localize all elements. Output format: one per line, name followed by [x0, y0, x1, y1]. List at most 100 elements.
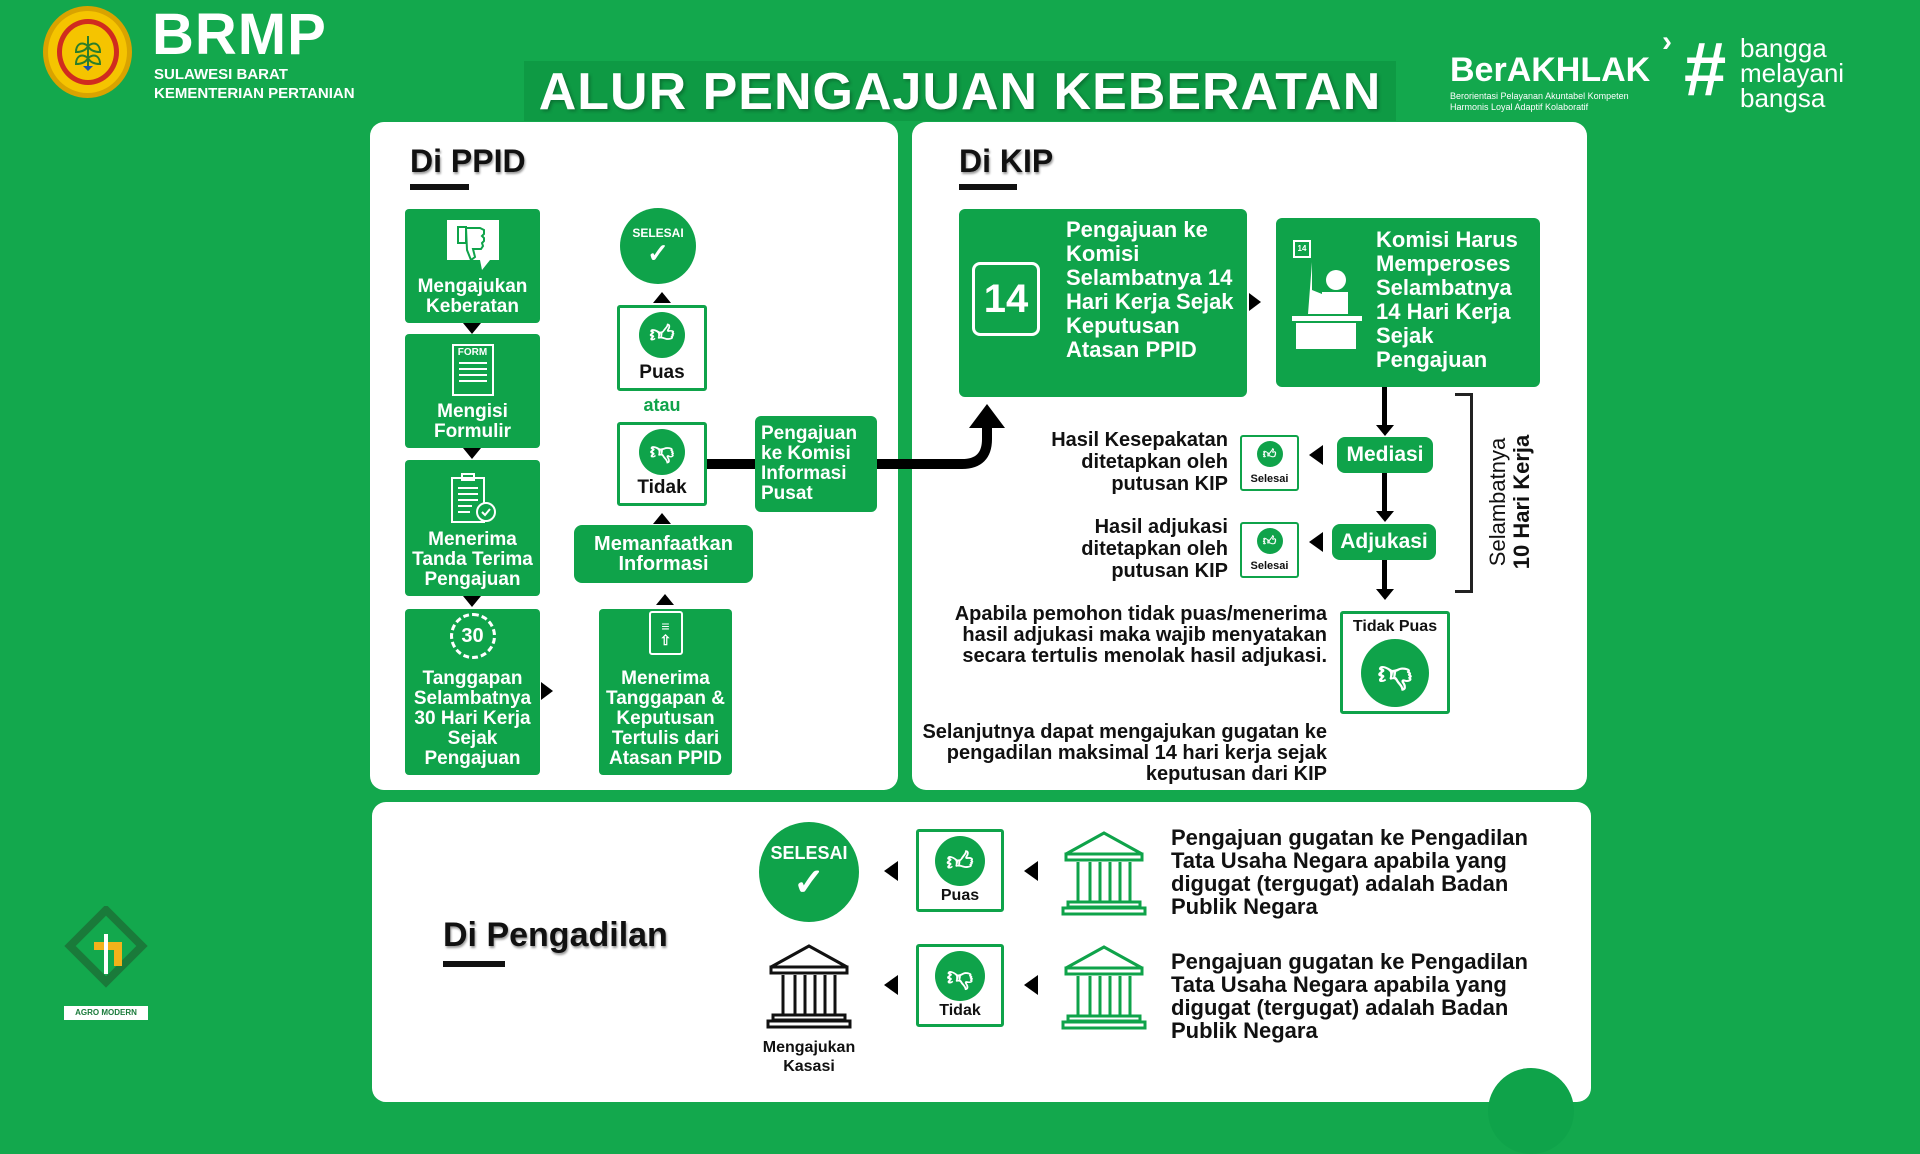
arrow-line — [1382, 473, 1387, 513]
ptun-building-icon — [1060, 944, 1148, 1035]
mediasi-result-text: Hasil Kesepakatan ditetapkan oleh putusa… — [1051, 429, 1228, 495]
adjukasi-result-text: Hasil adjukasi ditetapkan oleh putusan K… — [1081, 516, 1228, 582]
org-region: SULAWESI BARAT — [154, 66, 288, 83]
org-ministry: KEMENTERIAN PERTANIAN — [154, 85, 355, 102]
step-mengajukan-keberatan: Mengajukan Keberatan — [405, 209, 540, 323]
berakhlak-logo: BerAKHLAK — [1450, 51, 1651, 89]
document-upload-icon: ≡⇧ — [648, 611, 683, 655]
court-text-2: Pengajuan gugatan ke Pengadilan Tata Usa… — [1171, 949, 1528, 1043]
page-title: ALUR PENGAJUAN KEBERATAN — [538, 63, 1382, 121]
ppid-heading-underline — [410, 184, 469, 190]
duration-line-1: Selambatnya — [1485, 437, 1510, 567]
cycle-30-icon: 30 — [449, 613, 496, 659]
berakhlak-values-2: Harmonis Loyal Adaptif Kolaboratif — [1450, 102, 1589, 112]
arrow-up — [653, 513, 671, 524]
step-memanfaatkan-informasi: Memanfaatkan Informasi — [574, 525, 753, 583]
ppid-tidak-box: 👎︎ Tidak — [617, 422, 707, 506]
arrow-left — [1024, 861, 1038, 881]
step-tanggapan-30-hari: 30 Tanggapan Selambatnya 30 Hari Kerja S… — [405, 609, 540, 775]
kasasi-label: Mengajukan Kasasi — [762, 1039, 856, 1075]
court-text-1: Pengajuan gugatan ke Pengadilan Tata Usa… — [1171, 825, 1528, 919]
court-done-circle: SELESAI ✓ — [759, 822, 859, 922]
agro-modern-logo — [64, 904, 148, 996]
mediasi-step: Mediasi — [1337, 437, 1433, 473]
selesai-label: Selesai — [1250, 473, 1289, 485]
tidak-puas-box: Tidak Puas 👎︎ — [1340, 611, 1450, 714]
puas-label: Puas — [940, 887, 980, 904]
kip-heading: Di KIP — [959, 143, 1054, 179]
form-icon-label: FORM — [457, 347, 488, 358]
berakhlak-values-1: Berorientasi Pelayanan Akuntabel Kompete… — [1450, 91, 1629, 101]
kasasi-court-building-icon — [765, 943, 853, 1034]
thumbs-up-icon: 👍︎ — [1256, 441, 1283, 467]
ppid-done-circle: SELESAI ✓ — [620, 208, 696, 284]
arrow-down — [463, 323, 481, 334]
ppid-puas-box: 👍︎ Puas — [617, 305, 707, 391]
tidak-label: Tidak — [637, 477, 687, 498]
kip-box-pengajuan-text: Pengajuan ke Komisi Selambatnya 14 Hari … — [1066, 217, 1234, 362]
step-label: Mengajukan Keberatan — [417, 276, 528, 317]
kip-heading-underline — [959, 184, 1017, 190]
title-band — [524, 61, 1396, 121]
hashtag-icon: # — [1684, 27, 1727, 112]
adjukasi-selesai-box: 👍︎ Selesai — [1240, 522, 1299, 578]
tidak-label: Tidak — [939, 1002, 981, 1019]
brmp-logo-emblem — [43, 6, 132, 98]
done-label: SELESAI — [770, 842, 848, 863]
step-pengajuan-komisi-pusat: Pengajuan ke Komisi Informasi Pusat — [755, 416, 877, 512]
thumbs-down-speech-icon — [446, 220, 499, 270]
court-heading: Di Pengadilan — [443, 916, 668, 954]
selesai-label: Selesai — [1250, 560, 1289, 572]
step-label: Mengisi Formulir — [433, 401, 512, 442]
duration-label: Selambatnya 10 Hari Kerja — [1485, 387, 1534, 617]
check-icon: ✓ — [647, 238, 669, 268]
slogan: bangga melayani bangsa — [1740, 35, 1844, 113]
arrow-down — [1376, 589, 1394, 600]
thumbs-up-icon: 👍︎ — [935, 836, 985, 886]
step-label: Tanggapan Selambatnya 30 Hari Kerja Seja… — [413, 668, 532, 769]
arrow-right — [1249, 293, 1261, 311]
atau-label: atau — [643, 395, 681, 415]
arrow-down — [1376, 511, 1394, 522]
decorative-circle — [1488, 1068, 1574, 1154]
arrow-left — [1309, 445, 1323, 465]
arrow-left — [1309, 532, 1323, 552]
arrow-left — [884, 975, 898, 995]
thumbs-up-icon: 👍︎ — [639, 312, 685, 358]
thumbs-up-icon: 👍︎ — [1256, 528, 1283, 554]
kip-box-pengajuan — [959, 209, 1247, 397]
berakhlak-chevron-icon: › — [1662, 25, 1672, 58]
slogan-line: bangsa — [1740, 83, 1826, 113]
court-tidak-box: 👎︎ Tidak — [916, 944, 1004, 1027]
org-name: BRMP — [152, 2, 327, 67]
arrow-left — [884, 861, 898, 881]
mediasi-selesai-box: 👍︎ Selesai — [1240, 435, 1299, 491]
commissioner-desk-icon — [1292, 262, 1362, 349]
check-icon: ✓ — [793, 861, 825, 904]
step-menerima-tanggapan: ≡⇧ Menerima Tanggapan & Keputusan Tertul… — [599, 609, 732, 775]
arrow-line — [1382, 560, 1387, 590]
step-label: Pengajuan ke Komisi Informasi Pusat — [761, 423, 858, 504]
arrow-down — [1376, 425, 1394, 436]
duration-bracket — [1455, 393, 1473, 593]
arrow-down — [463, 596, 481, 607]
step-mengisi-formulir: FORM Mengisi Formulir — [405, 334, 540, 448]
curved-arrow-to-kip — [877, 404, 1005, 469]
court-heading-underline — [443, 961, 505, 967]
arrow-up — [653, 292, 671, 303]
clipboard-check-icon — [450, 473, 496, 523]
thumbs-down-icon: 👎︎ — [639, 429, 685, 475]
step-label: Memanfaatkan Informasi — [594, 533, 733, 575]
tidak-puas-label: Tidak Puas — [1352, 618, 1438, 635]
agro-modern-label: AGRO MODERN — [64, 1006, 148, 1020]
duration-line-2: 10 Hari Kerja — [1509, 434, 1534, 570]
arrow-left — [1024, 975, 1038, 995]
ptun-building-icon — [1060, 830, 1148, 921]
calendar-icon: 14 — [1293, 240, 1311, 258]
adjukasi-step: Adjukasi — [1332, 524, 1436, 560]
arrow-right — [541, 682, 553, 700]
done-label: SELESAI — [632, 226, 684, 240]
step-menerima-tanda-terima: Menerima Tanda Terima Pengajuan — [405, 460, 540, 596]
arrow-up — [656, 594, 674, 605]
cycle-14-icon: 14 — [972, 262, 1040, 336]
